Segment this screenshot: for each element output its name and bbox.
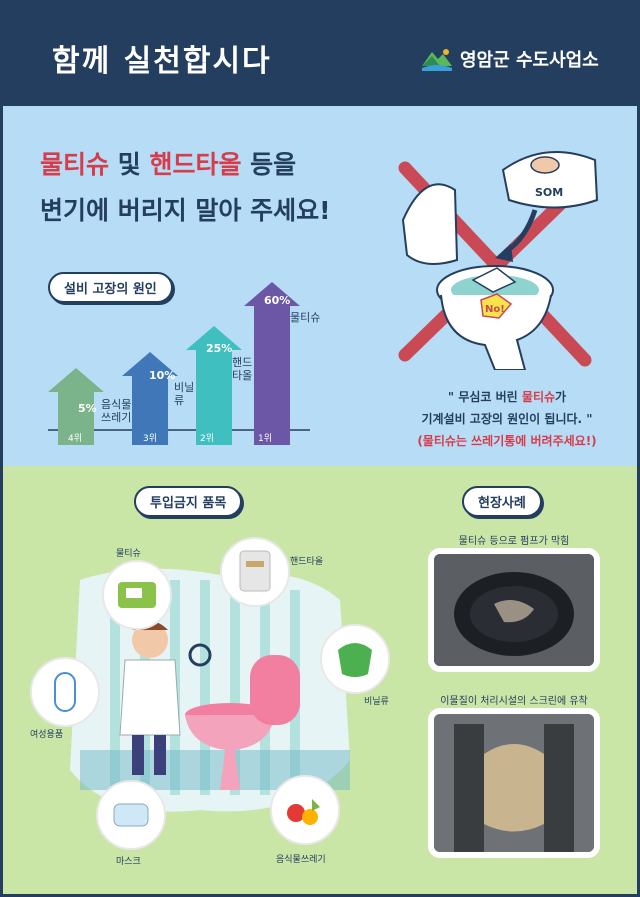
- quote-block: " 무심코 버린 물티슈가 기계설비 고장의 원인이 됩니다. " (물티슈는 …: [392, 386, 622, 452]
- label-hand-towel-line2: 타올: [232, 369, 253, 382]
- headline-wipes: 물티슈: [40, 150, 110, 179]
- org-logo: 영암군 수도사업소: [420, 44, 599, 74]
- item-plastic: [320, 624, 390, 694]
- pct-wipes: 60%: [264, 294, 291, 307]
- label-food-waste: 음식물 쓰레기: [101, 398, 131, 424]
- bar-wipes: [244, 282, 300, 445]
- item-food-label: 음식물쓰레기: [276, 855, 326, 865]
- item-plastic-label: 비닐류: [364, 697, 389, 707]
- toilet-illustration: SOM No!: [398, 151, 599, 370]
- towel-dispenser-icon: [239, 550, 271, 592]
- label-wipes-line1: 물티슈: [290, 311, 321, 324]
- item-mask: [96, 780, 166, 850]
- scientist-leg-right: [154, 735, 166, 775]
- mask-icon: [113, 803, 149, 827]
- wipes-in-bowl: [471, 267, 517, 293]
- pct-food-waste: 5%: [78, 402, 97, 415]
- cause-chart: [48, 282, 310, 445]
- rank-plastic: 3위: [143, 434, 158, 444]
- pink-toilet: [250, 655, 300, 725]
- org-name: 영암군 수도사업소: [460, 50, 599, 71]
- label-wipes: 물티슈: [290, 311, 320, 324]
- label-plastic-line1: 비닐: [174, 381, 195, 394]
- no-badge: [480, 293, 513, 319]
- quote-wipes: 물티슈: [521, 390, 556, 404]
- item-wipes-label: 물티슈: [116, 549, 141, 559]
- headline-hand-towel: 핸드타올: [149, 150, 242, 179]
- bar-food-waste: [48, 368, 104, 445]
- item-food: [270, 775, 340, 845]
- quote-line1-end: 가: [555, 390, 567, 404]
- sink-base: [185, 715, 275, 790]
- case1-caption: 물티슈 등으로 펌프가 막힘: [458, 536, 570, 547]
- label-hand-towel: 핸드 타올: [232, 356, 252, 382]
- item-mask-label: 마스크: [116, 857, 141, 867]
- case2-caption: 이물질이 처리시설의 스크린에 유착: [440, 696, 588, 707]
- hand-pulling-wipe: [530, 156, 560, 174]
- main-headline: 물티슈 및 핸드타올 등을 변기에 버리지 말아 주세요!: [40, 142, 331, 234]
- no-badge-text: No!: [485, 304, 505, 315]
- label-plastic: 비닐 류: [174, 381, 194, 407]
- rank-hand-towel: 2위: [200, 434, 215, 444]
- bar-plastic: [122, 352, 178, 445]
- case2-photo: [428, 708, 600, 858]
- rank-wipes: 1위: [258, 434, 273, 444]
- screen-debris-image: [434, 714, 594, 852]
- bar-hand-towel: [186, 326, 242, 445]
- toilet-lid: [401, 183, 459, 265]
- quote-line1-start: " 무심코 버린: [447, 390, 522, 404]
- quote-note: (물티슈는 쓰레기통에 버려주세요!): [417, 434, 597, 448]
- toilet-base: [440, 294, 552, 370]
- item-wipes: [102, 560, 172, 630]
- header-bar: 함께 실천합시다 영암군 수도사업소: [0, 0, 640, 106]
- label-food-waste-line2: 쓰레기: [101, 411, 132, 424]
- mountain-logo-icon: [422, 49, 452, 71]
- plastic-bag-icon: [338, 643, 372, 677]
- wipes-pack-text: SOM: [535, 186, 563, 199]
- scientist-head: [132, 622, 168, 658]
- item-hand-towel-label: 핸드타올: [290, 557, 324, 567]
- wipes-pack: [501, 151, 599, 209]
- scientist-coat: [119, 659, 181, 736]
- headline-and: 및: [109, 150, 150, 179]
- label-food-waste-line1: 음식물: [101, 398, 132, 411]
- item-hand-towel: [220, 537, 290, 607]
- sanitary-pad-icon: [54, 672, 76, 712]
- quote-line2: 기계설비 고장의 원인이 됩니다. ": [421, 412, 593, 426]
- item-feminine-label: 여성용품: [30, 730, 64, 740]
- label-plastic-line2: 류: [174, 394, 185, 407]
- label-hand-towel-line1: 핸드: [232, 356, 253, 369]
- pct-plastic: 10%: [149, 369, 176, 382]
- pct-hand-towel: 25%: [206, 342, 233, 355]
- field-cases-title: 현장사례: [462, 486, 542, 517]
- rank-food-waste: 4위: [68, 434, 83, 444]
- case1-photo: [428, 548, 600, 672]
- scientist-leg-left: [132, 735, 144, 775]
- magnifier-icon: [188, 643, 212, 667]
- headline-line2: 변기에 버리지 말아 주세요!: [40, 196, 331, 225]
- food-waste-icon: [287, 799, 320, 825]
- wipes-pack-icon: [118, 582, 156, 608]
- quote-line1: " 무심코 버린 물티슈가: [392, 386, 622, 408]
- headline-etc: 등을: [241, 150, 297, 179]
- item-feminine: [30, 657, 100, 727]
- header-title: 함께 실천합시다: [52, 44, 272, 79]
- drop-arrow-head: [495, 244, 513, 262]
- cause-section-title: 설비 고장의 원인: [48, 272, 173, 303]
- clogged-pump-image: [434, 554, 594, 666]
- prohibited-title: 투입금지 품목: [134, 486, 243, 517]
